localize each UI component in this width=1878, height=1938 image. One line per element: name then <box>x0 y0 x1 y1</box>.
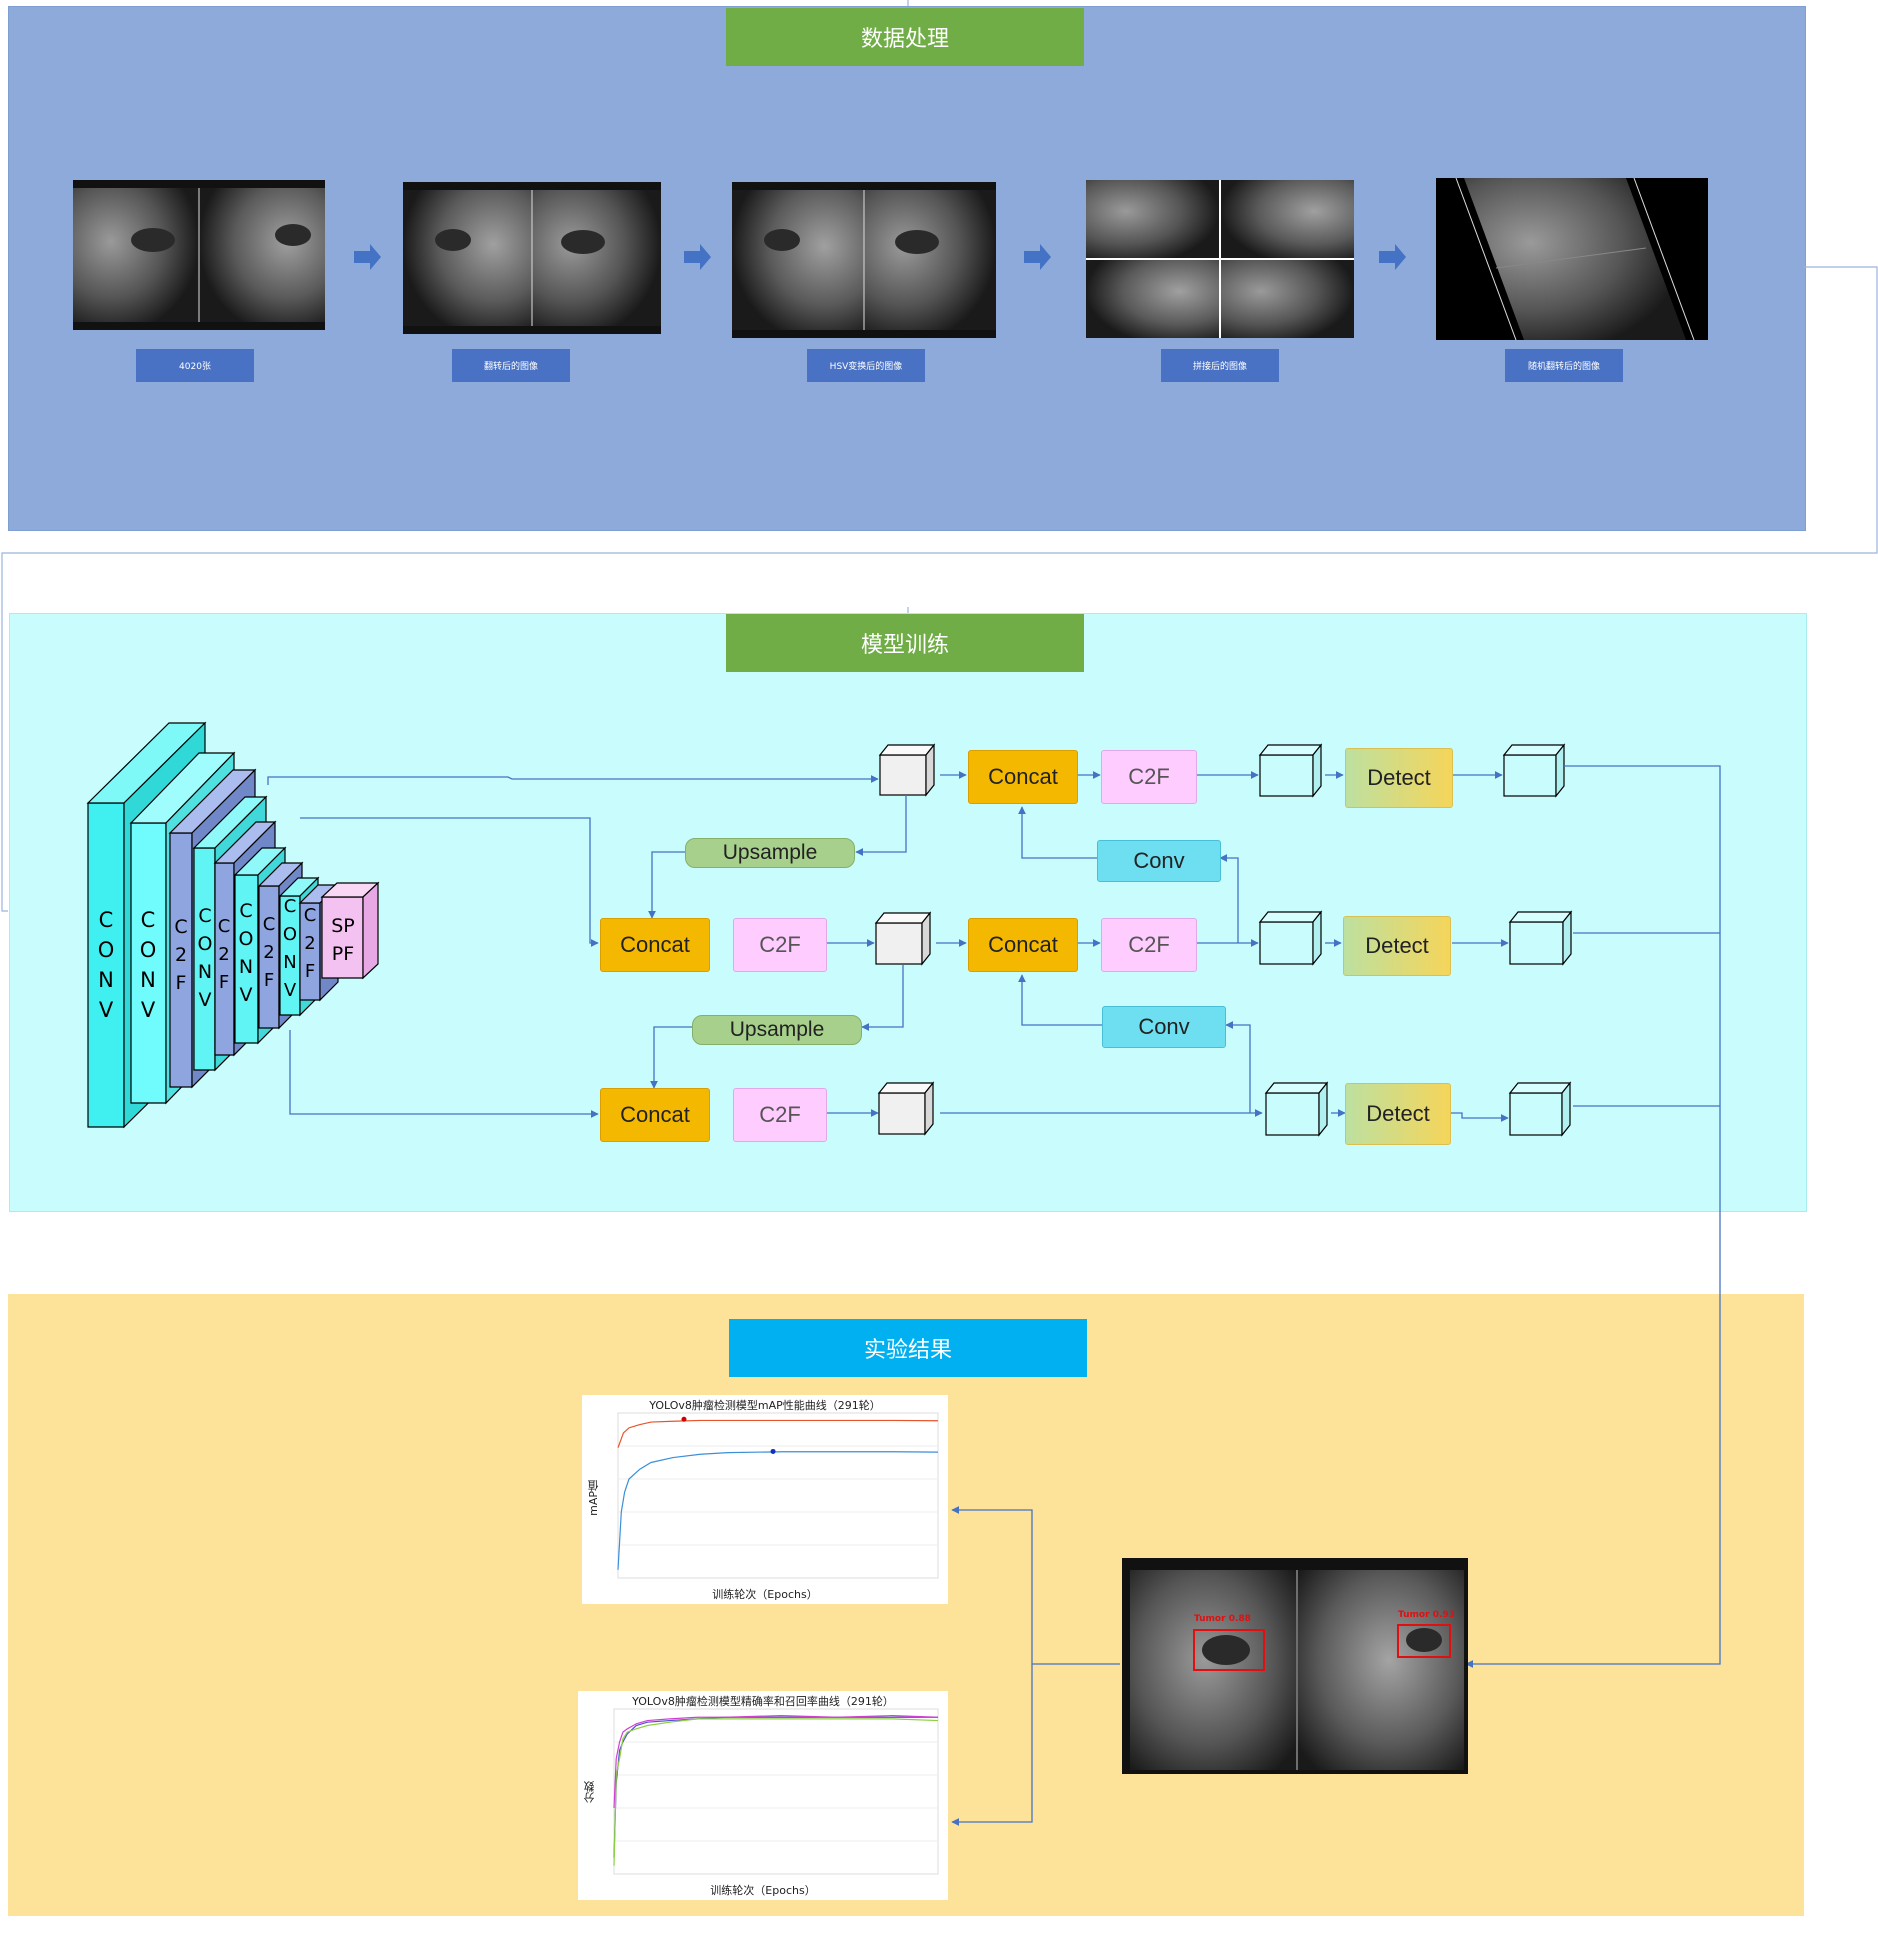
backbone-layer-1-label: C O N V <box>96 905 116 1025</box>
backbone-layer-7-label: C 2 F <box>261 911 277 995</box>
series-line-1 <box>614 1719 938 1866</box>
conv-1: Conv <box>1097 840 1221 882</box>
best-point-marker-0 <box>681 1417 686 1422</box>
best-point-marker-1 <box>771 1449 776 1454</box>
plot-frame <box>614 1709 938 1874</box>
detection-label-2: Tumor 0.93 <box>1398 1610 1455 1620</box>
detect-bottom: Detect <box>1345 1083 1451 1145</box>
sppf-label: SP PF <box>324 912 362 968</box>
concat-top: Concat <box>968 750 1078 804</box>
section-connector <box>2 0 1877 911</box>
map-chart-plot <box>582 1395 948 1604</box>
map-chart: YOLOv8肿瘤检测模型mAP性能曲线（291轮） mAP值 训练轮次（Epoc… <box>582 1395 948 1604</box>
c2f-mid-right: C2F <box>1101 918 1197 972</box>
plot-frame <box>618 1413 938 1578</box>
upsample-2: Upsample <box>692 1015 862 1045</box>
concat-mid-left: Concat <box>600 918 710 972</box>
preprocess-arrows <box>354 244 1406 270</box>
backbone-layer-6-label: C O N V <box>237 897 255 1009</box>
c2f-bottom: C2F <box>733 1088 827 1142</box>
pr-chart-plot <box>578 1691 948 1900</box>
precision-recall-chart: YOLOv8肿瘤检测模型精确率和召回率曲线（291轮） 分数 训练轮次（Epoc… <box>578 1691 948 1900</box>
backbone-layer-8-label: C O N V <box>282 893 298 1005</box>
c2f-top: C2F <box>1101 750 1197 804</box>
concat-bottom: Concat <box>600 1088 710 1142</box>
backbone-layer-5-label: C 2 F <box>216 913 232 997</box>
backbone-layer-4-label: C O N V <box>196 902 214 1014</box>
backbone-layer-2-label: C O N V <box>138 905 158 1025</box>
series-line-1 <box>618 1452 938 1570</box>
series-line-0 <box>618 1420 938 1447</box>
series-line-2 <box>614 1716 938 1808</box>
detection-result-image: Tumor 0.88 Tumor 0.93 <box>1122 1558 1468 1774</box>
detect-top: Detect <box>1345 748 1453 808</box>
series-line-0 <box>614 1717 938 1857</box>
concat-mid-right: Concat <box>968 918 1078 972</box>
upsample-1: Upsample <box>685 838 855 868</box>
backbone-layer-3-label: C 2 F <box>172 913 190 997</box>
detection-label-1: Tumor 0.88 <box>1194 1614 1251 1624</box>
conv-2: Conv <box>1102 1006 1226 1048</box>
backbone-layer-9-label: C 2 F <box>302 902 318 986</box>
c2f-mid-left: C2F <box>733 918 827 972</box>
detect-mid: Detect <box>1343 916 1451 976</box>
